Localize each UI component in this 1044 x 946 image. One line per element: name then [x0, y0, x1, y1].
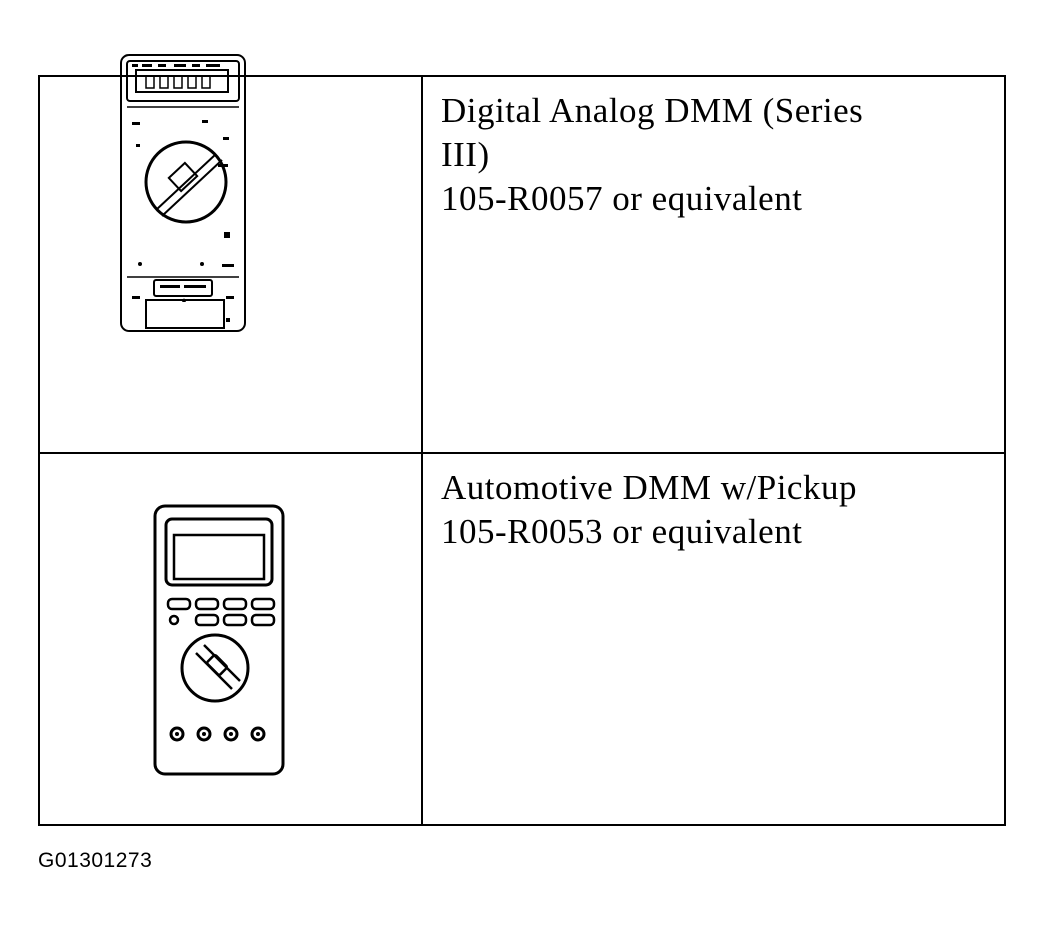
- tool-image-cell: [40, 77, 423, 452]
- tool-image-cell: [40, 454, 423, 826]
- tool-name-line: III): [441, 135, 490, 174]
- tool-row: Automotive DMM w/Pickup 105-R0053 or equ…: [40, 454, 1004, 826]
- tool-row: Digital Analog DMM (Series III) 105-R005…: [40, 77, 1004, 454]
- tool-table: Digital Analog DMM (Series III) 105-R005…: [38, 75, 1006, 826]
- tool-description-cell: Digital Analog DMM (Series III) 105-R005…: [423, 77, 1004, 452]
- figure-code: G01301273: [38, 849, 153, 872]
- tool-description-cell: Automotive DMM w/Pickup 105-R0053 or equ…: [423, 454, 1004, 826]
- tool-description: Digital Analog DMM (Series III) 105-R005…: [441, 89, 961, 221]
- tool-part-number: 105-R0057 or equivalent: [441, 179, 803, 218]
- tool-description: Automotive DMM w/Pickup 105-R0053 or equ…: [441, 466, 1001, 554]
- tool-part-number: 105-R0053 or equivalent: [441, 512, 803, 551]
- tool-name-line: Digital Analog DMM (Series: [441, 91, 864, 130]
- automotive-multimeter-icon: [153, 504, 285, 776]
- digital-analog-multimeter-icon: [120, 54, 246, 332]
- tool-name-line: Automotive DMM w/Pickup: [441, 468, 857, 507]
